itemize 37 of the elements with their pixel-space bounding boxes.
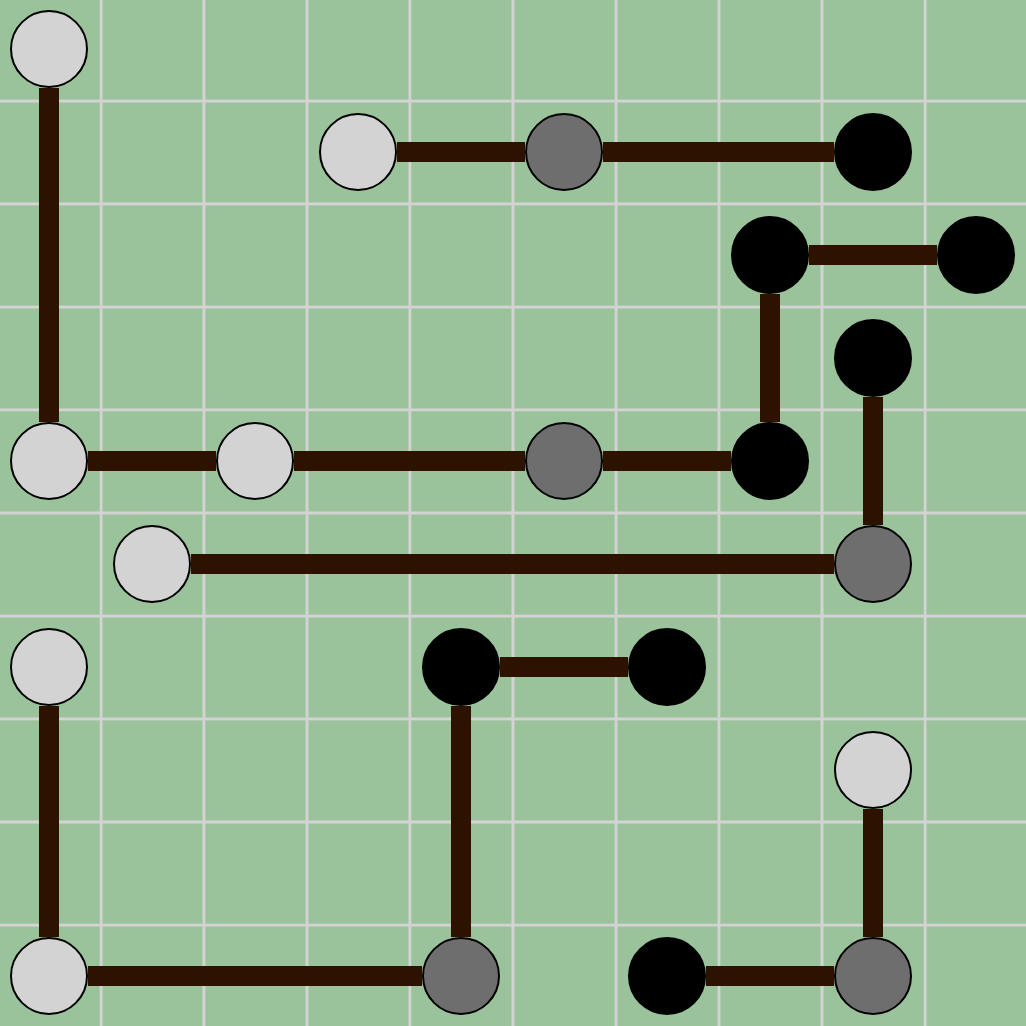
node-circle (834, 113, 912, 191)
node-circle (422, 937, 500, 1015)
connector-line (191, 554, 834, 574)
node-circle (10, 937, 88, 1015)
connector-line (863, 809, 883, 937)
connector-line (603, 451, 731, 471)
connector-line (706, 966, 834, 986)
node-circle (628, 937, 706, 1015)
node-circle (937, 216, 1015, 294)
connector-line (88, 451, 216, 471)
node-circle (834, 525, 912, 603)
connector-line (88, 966, 422, 986)
connector-line (500, 657, 628, 677)
connector-line (809, 245, 937, 265)
node-circle (10, 10, 88, 88)
connector-line (294, 451, 525, 471)
node-circle (525, 422, 603, 500)
node-circle (422, 628, 500, 706)
node-circle (834, 937, 912, 1015)
node-circle (319, 113, 397, 191)
connector-line (863, 397, 883, 525)
connector-line (603, 142, 834, 162)
node-circle (834, 319, 912, 397)
connector-line (760, 294, 780, 422)
connector-line (451, 706, 471, 937)
connector-line (397, 142, 525, 162)
connector-line (39, 88, 59, 422)
node-circle (834, 731, 912, 809)
node-circle (525, 113, 603, 191)
connector-line (39, 706, 59, 937)
node-circle (628, 628, 706, 706)
node-circle (10, 628, 88, 706)
node-circle (216, 422, 294, 500)
node-circle (10, 422, 88, 500)
node-circle (113, 525, 191, 603)
node-circle (731, 216, 809, 294)
node-circle (731, 422, 809, 500)
